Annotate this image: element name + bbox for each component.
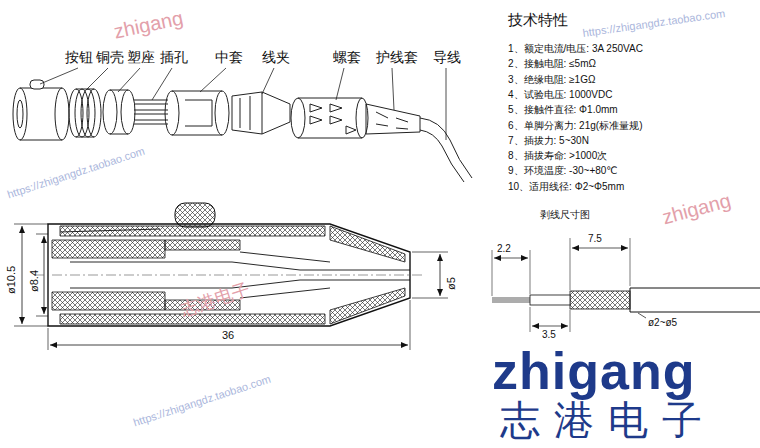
watermark: https://zhigangdz.taobao.com <box>582 8 726 39</box>
spec-item: 1、额定电流/电压: 3A 250VAC <box>508 44 643 54</box>
spec-item: 5、接触件直径: Φ1.0mm <box>508 105 618 115</box>
dimension: ø8.4 <box>29 270 40 292</box>
spec-item: 10、适用线径: Φ2~Φ5mm <box>508 182 624 192</box>
watermark: zhigang <box>660 190 733 227</box>
spec-item: 2、接触电阻: ≤5mΩ <box>508 59 596 69</box>
watermark: https://zhigangdz.taobao.com <box>6 146 146 201</box>
part-name: 按钮 <box>65 50 93 64</box>
dimension: ø5 <box>446 277 457 290</box>
part-name: 插孔 <box>160 50 188 64</box>
spec-item: 7、插拔力: 5~30N <box>508 136 589 146</box>
part-name: 导线 <box>433 50 461 64</box>
part-name: 护线套 <box>376 50 418 64</box>
leader-lines <box>40 68 446 140</box>
spec-item: 8、插拔寿命: >1000次 <box>508 151 607 161</box>
watermark: https://zhigangdz.taobao.com <box>132 374 272 429</box>
dimension: ø10.5 <box>6 266 17 294</box>
strip-title: 剥线尺寸图 <box>540 210 590 220</box>
spec-item: 3、绝缘电阻: ≥1GΩ <box>508 75 595 85</box>
part-name: 铜壳 <box>96 50 124 64</box>
part-name: 螺套 <box>333 50 361 64</box>
part-name: 线夹 <box>262 50 290 64</box>
cross-section <box>14 203 448 350</box>
spec-item: 6、单脚分离力: 21g(标准量规) <box>508 121 642 131</box>
spec-heading: 技术特性 <box>508 12 568 27</box>
spec-item: 9、环境温度: -30~+80℃ <box>508 166 618 176</box>
dimension: 36 <box>222 330 234 341</box>
dimension: 7.5 <box>588 234 602 244</box>
dimension: 2.2 <box>497 244 511 254</box>
spec-item: 4、试验电压: 1000VDC <box>508 90 612 100</box>
part-name: 中套 <box>215 50 243 64</box>
part-name: 塑座 <box>127 50 155 64</box>
watermark: zhigang <box>112 7 185 41</box>
brand-name: 志港电子 <box>500 400 716 440</box>
strip-diagram <box>492 238 760 332</box>
dimension: 3.5 <box>542 330 556 340</box>
brand-logo: zhigang <box>492 345 695 397</box>
dimension: ø2~ø5 <box>648 318 677 328</box>
